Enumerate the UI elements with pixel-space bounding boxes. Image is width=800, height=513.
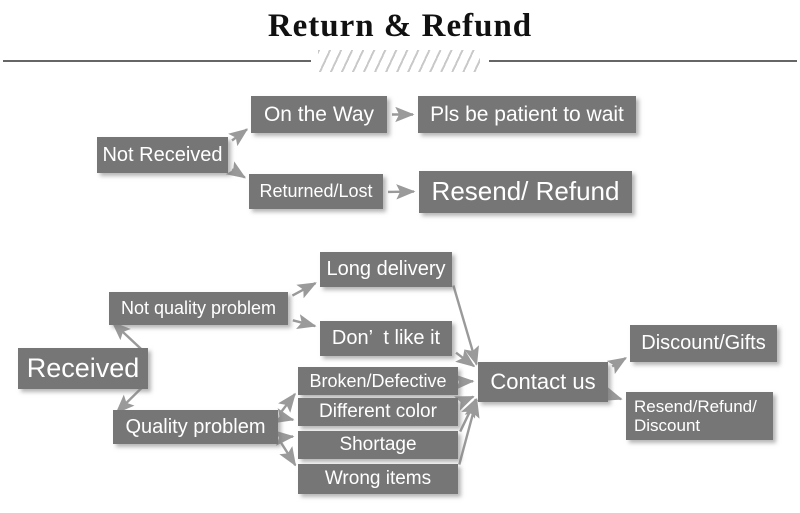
edge-not-quality-to-dont-like-it [292, 314, 317, 330]
node-different-color[interactable]: Different color [298, 398, 458, 426]
node-label: Pls be patient to wait [430, 102, 624, 126]
node-not-quality[interactable]: Not quality problem [109, 292, 288, 325]
node-label: Don’ t like it [331, 327, 441, 350]
edge-not-received-to-returned-lost [225, 161, 247, 179]
node-label: Resend/ Refund [431, 176, 620, 207]
edge-quality-problem-to-different-color [274, 408, 295, 424]
node-on-the-way[interactable]: On the Way [251, 96, 387, 133]
node-received[interactable]: Received [18, 348, 148, 389]
node-discount-gifts[interactable]: Discount/Gifts [630, 325, 777, 362]
node-quality-problem[interactable]: Quality problem [113, 410, 278, 444]
node-broken-defective[interactable]: Broken/Defective [298, 367, 458, 395]
node-label: Broken/Defective [309, 370, 447, 391]
node-label: Resend/Refund/ Discount [634, 396, 757, 435]
node-resend-refund-disc[interactable]: Resend/Refund/ Discount [626, 392, 773, 440]
edge-not-received-to-on-the-way [228, 128, 249, 147]
node-not-received[interactable]: Not Received [97, 137, 228, 173]
page-title: Return & Refund [267, 8, 533, 44]
title-divider [0, 50, 800, 72]
node-label: Shortage [339, 434, 417, 456]
edge-quality-problem-to-shortage [274, 430, 295, 446]
edge-quality-problem-to-broken-defective [278, 392, 296, 413]
edge-wrong-items-to-contact-us [458, 398, 480, 465]
node-shortage[interactable]: Shortage [298, 431, 458, 459]
node-label: On the Way [263, 102, 375, 126]
node-long-delivery[interactable]: Long delivery [320, 252, 452, 287]
node-dont-like-it[interactable]: Don’ t like it [320, 321, 452, 356]
edge-contact-us-to-discount-gifts [606, 356, 627, 374]
node-pls-be-patient[interactable]: Pls be patient to wait [418, 96, 636, 133]
node-label: Long delivery [326, 258, 446, 281]
node-label: Quality problem [125, 415, 266, 438]
hatched-divider-icon [318, 50, 480, 72]
edge-quality-problem-to-wrong-items [279, 441, 297, 467]
node-label: Not Received [102, 143, 223, 166]
node-label: Returned/Lost [259, 181, 373, 202]
node-returned-lost[interactable]: Returned/Lost [249, 174, 383, 209]
node-contact-us[interactable]: Contact us [478, 362, 608, 402]
edge-broken-defective-to-contact-us [454, 374, 475, 390]
edge-contact-us-to-resend-refund-disc [601, 386, 623, 401]
node-resend-refund[interactable]: Resend/ Refund [419, 171, 632, 213]
edge-received-to-not-quality [111, 321, 146, 353]
node-label: Received [26, 353, 140, 384]
divider-rule-right [489, 60, 797, 62]
edge-received-to-quality-problem [115, 384, 146, 414]
node-label: Different color [319, 401, 437, 423]
edge-different-color-to-contact-us [454, 395, 475, 411]
node-label: Not quality problem [120, 298, 277, 319]
edge-not-quality-to-long-delivery [291, 282, 317, 299]
node-label: Contact us [490, 368, 596, 394]
node-label: Wrong items [324, 468, 432, 490]
node-label: Discount/Gifts [641, 332, 766, 355]
divider-rule-left [3, 60, 311, 62]
edge-dont-like-it-to-contact-us [455, 349, 476, 368]
node-wrong-items[interactable]: Wrong items [298, 464, 458, 494]
